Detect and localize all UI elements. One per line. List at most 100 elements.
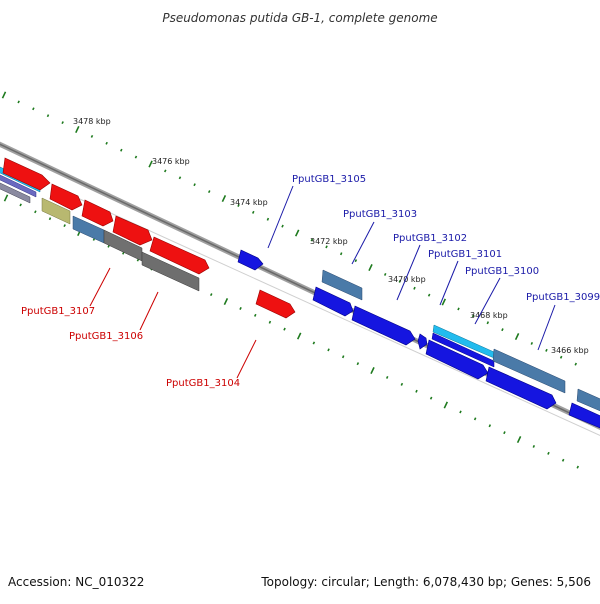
callout-line-3099 [537,304,556,351]
gene-violet-left[interactable] [0,174,37,198]
scale-label-3476: 3476 kbp [152,157,190,166]
scale-tick [163,169,167,173]
gene-label-3104[interactable]: PputGB1_3104 [166,378,240,389]
gene-label-3105[interactable]: PputGB1_3105 [292,174,366,185]
scale-tick [134,155,138,159]
scale-tick [17,100,20,104]
scale-tick [283,327,286,331]
scale-tick [574,362,578,366]
scale-tick [239,306,242,310]
scale-tick [530,341,534,345]
scale-tick [296,332,302,340]
gene-blue-right[interactable] [568,402,600,430]
scale-tick [120,148,123,152]
gene-label-3099[interactable]: PputGB1_3099 [526,292,600,303]
scale-tick [237,203,240,207]
gene-red-2[interactable] [49,183,83,211]
scale-tick [545,348,548,352]
gene-blue-3101-thin[interactable] [431,332,495,368]
callout-line-3101 [439,260,459,306]
gene-red-3104[interactable] [255,289,296,319]
scale-tick [427,293,431,297]
gene-slate-left[interactable] [0,182,31,204]
genome-summary-text: Topology: circular; Length: 6,078,430 bp… [260,575,591,589]
scale-tick [473,417,477,421]
gene-red-4[interactable] [112,215,153,246]
gene-blue-3105[interactable] [237,249,264,271]
scale-tick [561,458,565,462]
scale-label-3466: 3466 kbp [551,346,589,355]
scale-tick [385,375,389,379]
scale-tick [368,264,373,272]
scale-label-3474: 3474 kbp [230,198,268,207]
scale-tick [223,298,229,306]
gene-steel-3100[interactable] [492,348,566,394]
gene-blue-1[interactable] [312,286,354,317]
scale-tick [503,431,506,435]
scale-tick [32,107,35,111]
scale-tick [3,194,9,202]
scale-tick [354,259,358,263]
gene-label-3102[interactable]: PputGB1_3102 [393,233,467,244]
scale-tick [178,176,182,180]
scale-tick [547,451,550,455]
gene-red-3[interactable] [81,199,114,227]
scale-tick [398,279,402,283]
gene-blue-small[interactable] [417,333,428,350]
gene-blue-3[interactable] [425,339,489,380]
scale-tick [63,224,66,228]
scale-tick [501,328,504,332]
scale-label-3468: 3468 kbp [470,311,508,320]
scale-tick [105,141,108,145]
gene-red-1[interactable] [2,157,51,191]
map-title: Pseudomonas putida GB-1, complete genome [162,11,437,25]
scale-tick [75,125,80,134]
scale-tick [46,114,50,118]
scale-label-3470: 3470 kbp [388,275,426,284]
scale-tick [459,410,462,414]
scale-tick [1,91,7,99]
gene-khaki[interactable] [41,197,71,225]
scale-tick [415,389,418,393]
scale-tick [370,367,375,375]
scale-tick [441,298,447,306]
scale-tick [19,203,22,207]
gene-blue-4[interactable] [485,366,557,410]
scale-tick [281,224,284,228]
callout-line-3107 [89,267,111,307]
gene-label-3100[interactable]: PputGB1_3100 [465,266,539,277]
gene-label-3106[interactable]: PputGB1_3106 [69,331,143,342]
scale-tick [576,465,580,469]
callout-line-3102 [396,244,421,301]
gene-red-5[interactable] [149,236,210,275]
gene-label-3107[interactable]: PputGB1_3107 [21,306,95,317]
scale-label-3472: 3472 kbp [310,237,348,246]
scale-tick [312,341,316,345]
gene-labels: PputGB1_3105 PputGB1_3103 PputGB1_3102 P… [21,174,600,389]
scale-tick [383,272,387,276]
scale-tick [488,424,492,428]
scale-tick [310,238,314,242]
gene-blue-2[interactable] [351,305,416,346]
scale-tick [471,314,475,318]
scale-tick [443,401,449,409]
scale-label-3478: 3478 kbp [73,117,111,126]
gene-gray-2[interactable] [141,251,200,292]
scale-tick [516,436,522,444]
scale-tick [486,321,490,325]
scale-tick [514,333,520,341]
scale-tick [457,307,460,311]
gene-label-3103[interactable]: PputGB1_3103 [343,209,417,220]
scale-tick [253,313,257,317]
scale-tick [532,444,536,448]
gene-label-3101[interactable]: PputGB1_3101 [428,249,502,260]
scale-tick [339,252,343,256]
scale-tick [559,355,563,359]
scale-tick [207,190,211,194]
gene-steel-right[interactable] [576,388,600,413]
scale-tick [148,160,153,168]
callout-line-3105 [267,185,294,249]
scale-tick [400,382,404,386]
gene-callouts [89,185,556,379]
gene-steel-3103[interactable] [321,269,363,301]
